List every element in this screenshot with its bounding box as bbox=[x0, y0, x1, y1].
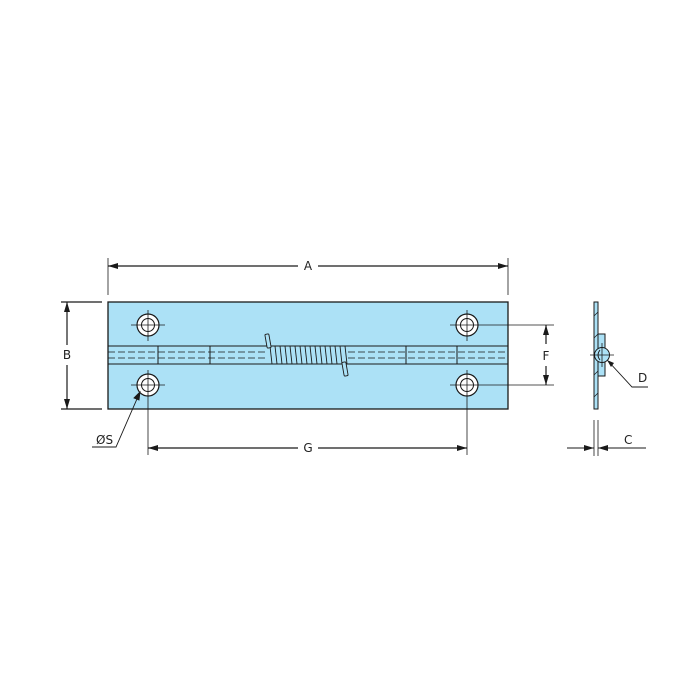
side-view bbox=[567, 301, 648, 456]
label-a: A bbox=[304, 259, 313, 273]
mounting-holes bbox=[131, 310, 554, 455]
dimension-b bbox=[61, 301, 102, 410]
label-f: F bbox=[543, 349, 550, 363]
hole-bottom-left bbox=[131, 370, 165, 455]
hole-top-left bbox=[131, 310, 165, 341]
dimension-s-leader bbox=[92, 390, 141, 448]
label-c: C bbox=[624, 433, 632, 447]
front-view: A B ØS G F bbox=[61, 258, 554, 455]
label-d: D bbox=[638, 371, 647, 385]
label-g: G bbox=[303, 441, 312, 455]
dimension-a bbox=[107, 258, 509, 295]
label-s: ØS bbox=[96, 433, 113, 447]
hole-bottom-right bbox=[450, 370, 554, 455]
label-b: B bbox=[63, 348, 71, 362]
dimension-d-leader bbox=[607, 360, 648, 388]
torsion-spring bbox=[264, 333, 349, 377]
hole-top-right bbox=[450, 310, 554, 341]
